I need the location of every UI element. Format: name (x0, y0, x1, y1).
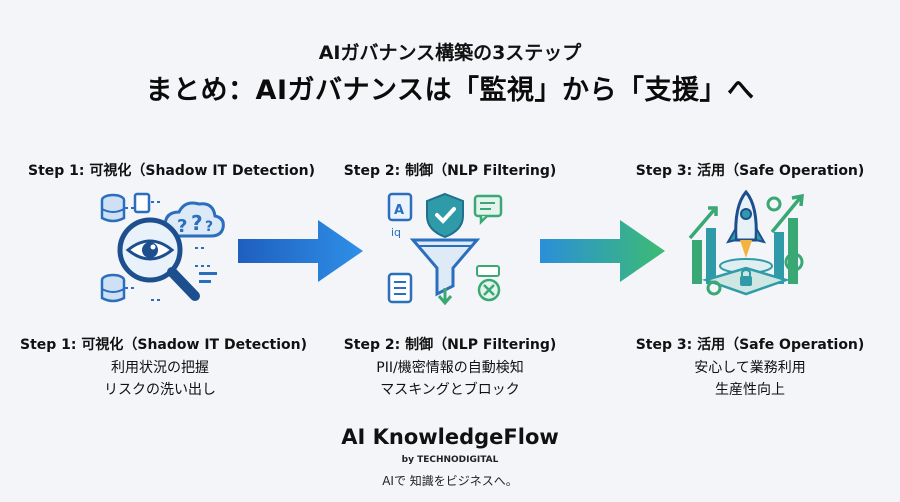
page-title: まとめ：AIガバナンスは「監視」から「支援」へ (145, 75, 755, 106)
step3-line2: 生産性向上 (715, 382, 785, 398)
magnifier-eye-cloud-icon: ? ? ? (95, 188, 225, 308)
filter-funnel-shield-icon: A iq (385, 190, 505, 308)
svg-text:?: ? (191, 211, 203, 235)
step1-description: 利用状況の把握 リスクの洗い出し (60, 357, 260, 401)
brand-name: AI KnowledgeFlow (341, 425, 559, 449)
step2-line1: PII/機密情報の自動検知 (376, 360, 524, 376)
rocket-growth-chart-icon (684, 188, 808, 308)
arrow-right-icon (238, 220, 363, 282)
page-subtitle: AIガバナンス構築の3ステップ (318, 42, 582, 64)
svg-text:iq: iq (391, 226, 401, 239)
step2-line2: マスキングとブロック (380, 382, 520, 398)
step2-caption: Step 2: 制御（NLP Filtering) (343, 337, 557, 353)
svg-text:?: ? (205, 219, 213, 235)
step2-description: PII/機密情報の自動検知 マスキングとブロック (350, 357, 550, 401)
step3-heading: Step 3: 活用（Safe Operation) (635, 163, 865, 179)
step3-caption: Step 3: 活用（Safe Operation) (635, 337, 865, 353)
step1-line2: リスクの洗い出し (104, 382, 216, 398)
step1-line1: 利用状況の把握 (111, 360, 209, 376)
svg-text:A: A (394, 203, 404, 218)
arrow-right-icon (540, 220, 665, 282)
step3-description: 安心して業務利用 生産性向上 (650, 357, 850, 401)
step1-caption: Step 1: 可視化（Shadow IT Detection) (20, 337, 308, 353)
brand-tagline: AIで 知識をビジネスへ。 (382, 474, 518, 488)
step1-heading: Step 1: 可視化（Shadow IT Detection) (28, 163, 316, 179)
svg-text:?: ? (177, 216, 187, 237)
brand-byline: by TECHNODIGITAL (401, 455, 499, 465)
step3-line1: 安心して業務利用 (694, 360, 806, 376)
step2-heading: Step 2: 制御（NLP Filtering) (343, 163, 557, 179)
